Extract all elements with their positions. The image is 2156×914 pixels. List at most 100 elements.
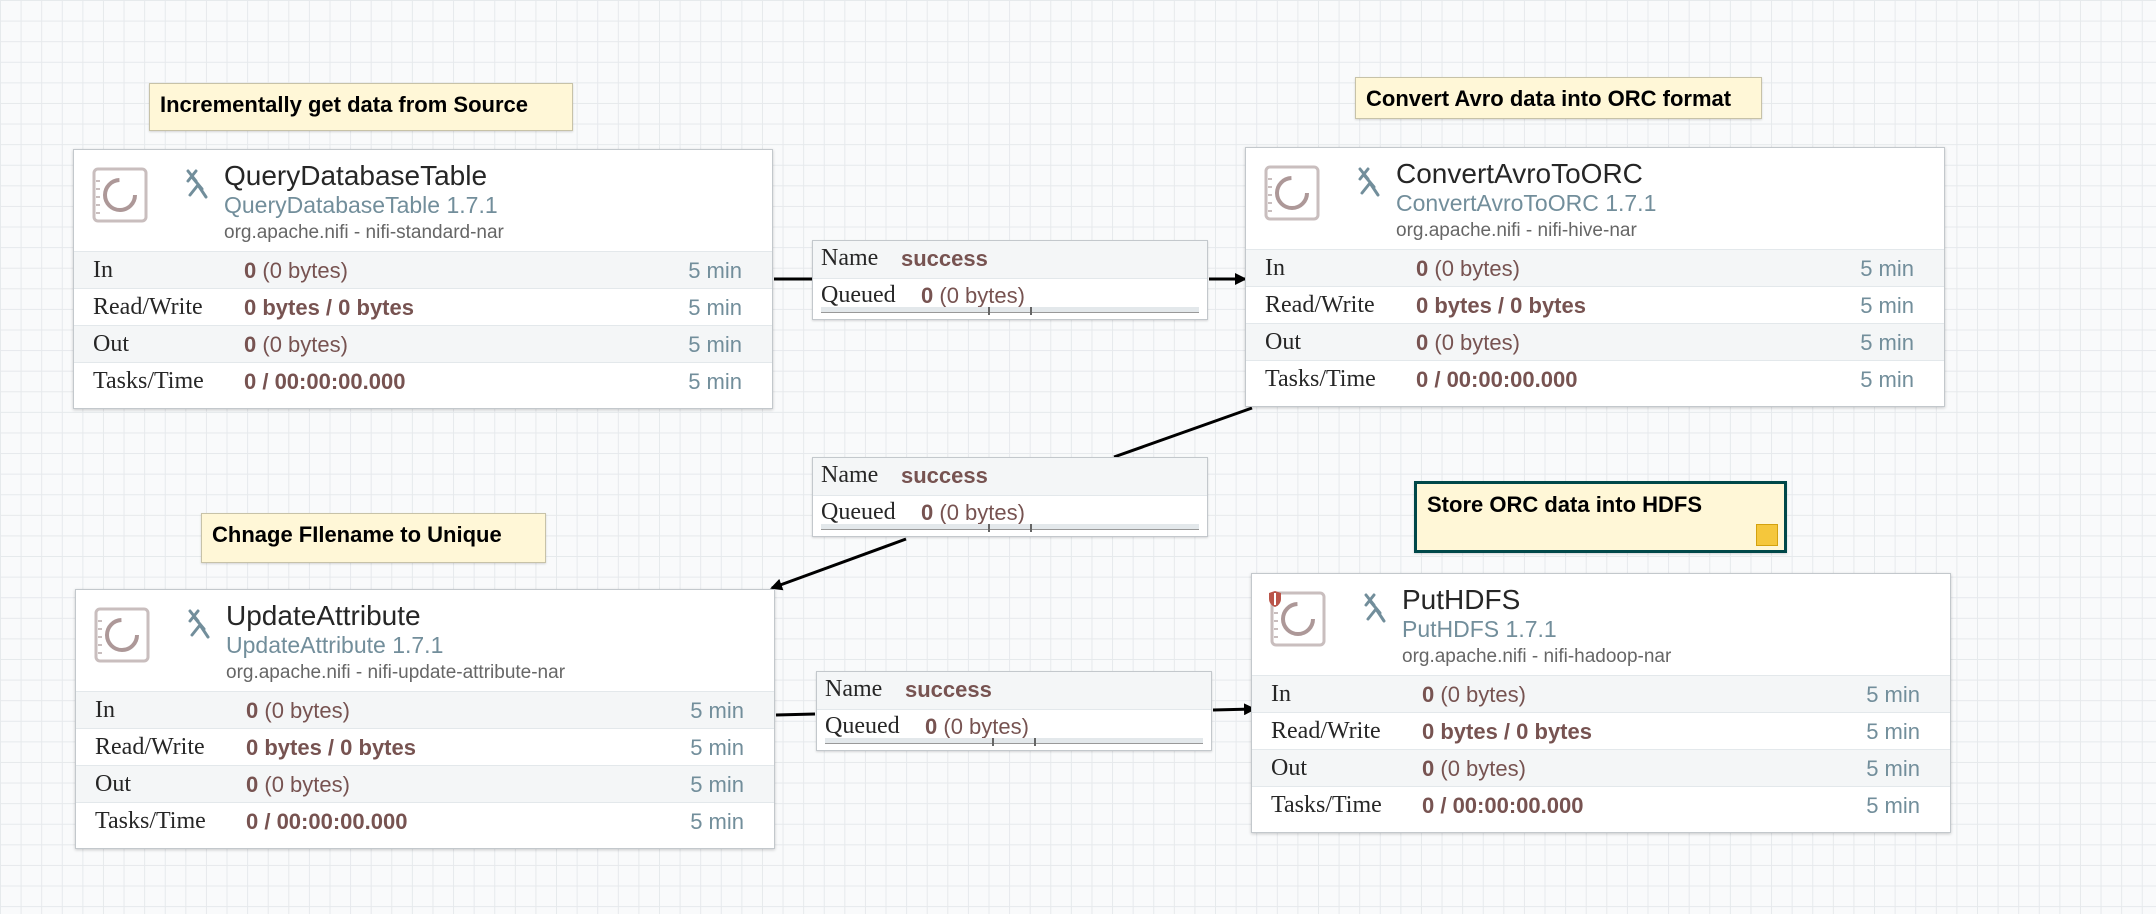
connection-queued: 0 (0 bytes)	[921, 500, 1025, 526]
connection-queued-size: (0 bytes)	[933, 283, 1025, 308]
stat-key: Tasks/Time	[1271, 792, 1382, 818]
restricted-shield-icon	[1269, 591, 1281, 607]
stat-out: Out 0 (0 bytes) 5 min	[74, 325, 772, 362]
stat-value-size: (0 bytes)	[256, 258, 348, 283]
label-store-hdfs[interactable]: Store ORC data into HDFS	[1414, 481, 1787, 553]
processor-puthdfs[interactable]: PutHDFS PutHDFS 1.7.1 org.apache.nifi - …	[1251, 573, 1951, 833]
connection-name-row: Name success	[817, 672, 1211, 710]
connection-name-key: Name	[821, 245, 879, 271]
stat-key: Out	[95, 771, 131, 797]
stat-value-size: (0 bytes)	[256, 332, 348, 357]
connection-queued-count: 0	[925, 714, 938, 739]
connection-label-3[interactable]: Name success Queued 0 (0 bytes)	[816, 671, 1212, 751]
stat-key: In	[1271, 681, 1291, 707]
stat-time: 5 min	[690, 698, 744, 723]
connection-label-1[interactable]: Name success Queued 0 (0 bytes)	[812, 240, 1208, 320]
connection-name: success	[901, 246, 988, 271]
queue-bar	[821, 524, 1199, 530]
queue-tick	[1030, 524, 1032, 532]
stat-value: 0 bytes / 0 bytes	[244, 295, 414, 321]
processor-type: PutHDFS 1.7.1	[1402, 616, 1557, 642]
stat-time: 5 min	[1866, 793, 1920, 818]
stat-key: In	[1265, 255, 1285, 281]
stat-value: 0 / 00:00:00.000	[244, 369, 405, 395]
stat-in: In 0 (0 bytes) 5 min	[76, 691, 774, 728]
connection-line-2[interactable]	[1113, 406, 1253, 459]
connection-line-2-arrow[interactable]	[770, 537, 907, 591]
processor-name: PutHDFS	[1402, 584, 1521, 615]
label-text: Incrementally get data from Source	[160, 92, 528, 117]
stat-key: Read/Write	[1271, 718, 1381, 744]
connection-queued-key: Queued	[821, 499, 896, 525]
stat-time: 5 min	[1860, 293, 1914, 318]
processor-type: UpdateAttribute 1.7.1	[226, 632, 444, 658]
stat-key: Tasks/Time	[93, 368, 204, 394]
stat-value-count: 0 bytes / 0 bytes	[246, 735, 416, 760]
stat-time: 5 min	[1866, 756, 1920, 781]
stat-key: Out	[93, 331, 129, 357]
connection-name-row: Name success	[813, 458, 1207, 496]
stat-tasks: Tasks/Time 0 / 00:00:00.000 5 min	[1246, 360, 1944, 397]
processor-convertavrotoorc[interactable]: ConvertAvroToORC ConvertAvroToORC 1.7.1 …	[1245, 147, 1945, 407]
connection-queued-size: (0 bytes)	[933, 500, 1025, 525]
connection-queued: 0 (0 bytes)	[925, 714, 1029, 740]
processor-updateattribute[interactable]: UpdateAttribute UpdateAttribute 1.7.1 or…	[75, 589, 775, 849]
stat-time: 5 min	[1860, 256, 1914, 281]
connection-queued-key: Queued	[821, 282, 896, 308]
stat-value-count: 0	[1416, 256, 1429, 281]
stat-value-size: (0 bytes)	[1428, 256, 1520, 281]
stat-value-count: 0 bytes / 0 bytes	[1422, 719, 1592, 744]
stat-key: Read/Write	[1265, 292, 1375, 318]
processor-bundle: org.apache.nifi - nifi-standard-nar	[224, 222, 504, 243]
connection-line-3-arrow[interactable]	[1212, 703, 1256, 716]
queue-tick	[992, 738, 994, 746]
stat-value-size: (0 bytes)	[1434, 682, 1526, 707]
stat-value: 0 bytes / 0 bytes	[1422, 719, 1592, 745]
processor-querydatabasetable[interactable]: QueryDatabaseTable QueryDatabaseTable 1.…	[73, 149, 773, 409]
stat-value: 0 (0 bytes)	[1422, 682, 1526, 708]
stat-key: Read/Write	[95, 734, 205, 760]
connection-queued-count: 0	[921, 283, 934, 308]
label-incremental[interactable]: Incrementally get data from Source	[149, 83, 573, 131]
stat-in: In 0 (0 bytes) 5 min	[74, 251, 772, 288]
stat-value: 0 (0 bytes)	[246, 772, 350, 798]
stat-out: Out 0 (0 bytes) 5 min	[76, 765, 774, 802]
stat-value-count: 0	[244, 258, 257, 283]
stat-out: Out 0 (0 bytes) 5 min	[1252, 749, 1950, 786]
connection-label-2[interactable]: Name success Queued 0 (0 bytes)	[812, 457, 1208, 537]
resize-handle-icon[interactable]	[1756, 524, 1778, 546]
stopped-icon	[188, 609, 210, 639]
queue-bar	[821, 307, 1199, 313]
connection-queued-size: (0 bytes)	[937, 714, 1029, 739]
stat-value: 0 / 00:00:00.000	[1422, 793, 1583, 819]
stat-value-count: 0 / 00:00:00.000	[244, 369, 406, 394]
label-rename[interactable]: Chnage FIlename to Unique	[201, 513, 546, 563]
stat-value: 0 (0 bytes)	[1422, 756, 1526, 782]
stat-value: 0 bytes / 0 bytes	[1416, 293, 1586, 319]
stat-value-size: (0 bytes)	[258, 698, 350, 723]
stat-tasks: Tasks/Time 0 / 00:00:00.000 5 min	[74, 362, 772, 399]
stat-readwrite: Read/Write 0 bytes / 0 bytes 5 min	[1246, 286, 1944, 323]
stat-tasks: Tasks/Time 0 / 00:00:00.000 5 min	[76, 802, 774, 839]
processor-type: ConvertAvroToORC 1.7.1	[1396, 190, 1657, 216]
processor-icon	[1264, 165, 1320, 221]
connection-name-key: Name	[821, 462, 879, 488]
stat-key: Tasks/Time	[1265, 366, 1376, 392]
stat-value-count: 0 / 00:00:00.000	[1422, 793, 1584, 818]
processor-stats: In 0 (0 bytes) 5 min Read/Write 0 bytes …	[1252, 675, 1950, 823]
label-text: Store ORC data into HDFS	[1427, 492, 1703, 517]
stat-tasks: Tasks/Time 0 / 00:00:00.000 5 min	[1252, 786, 1950, 823]
stat-time: 5 min	[688, 332, 742, 357]
stat-time: 5 min	[688, 258, 742, 283]
processor-name: ConvertAvroToORC	[1396, 158, 1643, 189]
queue-tick	[1030, 307, 1032, 315]
stat-time: 5 min	[688, 369, 742, 394]
processor-type: QueryDatabaseTable 1.7.1	[224, 192, 498, 218]
stat-key: Tasks/Time	[95, 808, 206, 834]
processor-stats: In 0 (0 bytes) 5 min Read/Write 0 bytes …	[76, 691, 774, 839]
label-convert[interactable]: Convert Avro data into ORC format	[1355, 77, 1762, 119]
stat-value-count: 0	[246, 698, 259, 723]
connection-line-3[interactable]	[775, 712, 816, 717]
